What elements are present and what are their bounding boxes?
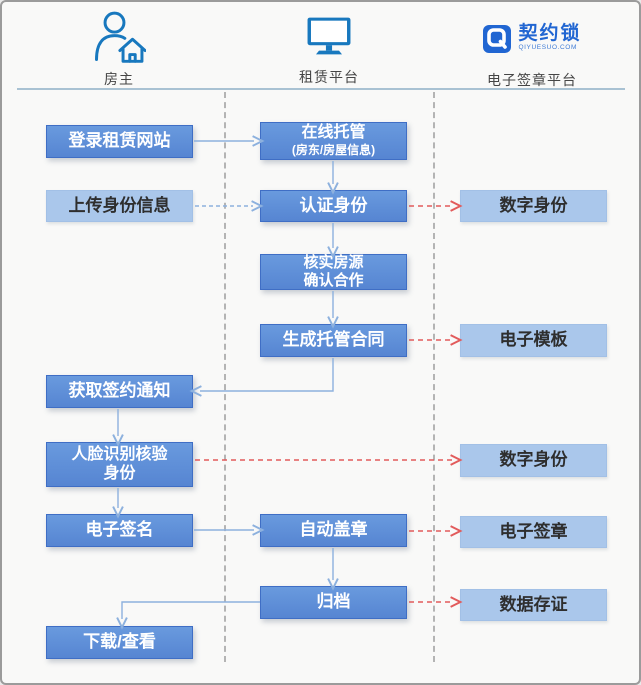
node-get-notice: 获取签约通知 <box>46 375 193 408</box>
node-e-seal-label: 电子签章 <box>499 521 568 541</box>
node-download: 下载/查看 <box>46 626 193 659</box>
node-data-evidence-label: 数据存证 <box>499 594 568 614</box>
node-upload-identity: 上传身份信息 <box>46 190 193 222</box>
lane-divider-1 <box>224 92 226 662</box>
node-get-notice-label: 获取签约通知 <box>68 381 171 401</box>
node-auth-identity: 认证身份 <box>260 190 407 222</box>
arrow-archive-to-download <box>116 601 260 630</box>
brand-name: 契约锁 <box>518 23 582 44</box>
node-online-host-line1: 在线托管 <box>301 124 366 142</box>
node-login: 登录租赁网站 <box>46 125 193 158</box>
node-data-evidence: 数据存证 <box>460 589 607 621</box>
monitor-icon <box>306 16 352 61</box>
node-online-host: 在线托管 (房东/房屋信息) <box>260 122 407 160</box>
node-digital-identity-2-label: 数字身份 <box>499 450 568 470</box>
qiyuesuo-q-icon <box>482 24 512 59</box>
node-online-host-line2: (房东/房屋信息) <box>291 143 376 158</box>
node-generate-contract: 生成托管合同 <box>260 324 407 357</box>
node-esignature: 电子签名 <box>46 514 193 547</box>
node-face-verify-line1: 人脸识别核验 <box>71 445 168 463</box>
node-archive-label: 归档 <box>316 592 351 612</box>
brand-subtitle: QIYUESUO.COM <box>518 44 577 51</box>
person-house-icon <box>92 10 147 69</box>
node-download-label: 下载/查看 <box>83 632 156 652</box>
node-verify-house-line2: 确认合作 <box>303 272 364 289</box>
node-face-verify-line2: 身份 <box>103 464 136 482</box>
lane-divider-2 <box>433 92 435 662</box>
lane-label-platform: 租赁平台 <box>299 69 359 85</box>
node-e-template: 电子模板 <box>460 324 607 357</box>
node-auto-stamp-label: 自动盖章 <box>299 520 368 540</box>
node-digital-identity-2: 数字身份 <box>460 444 607 477</box>
arrow-contract-to-notice <box>189 358 334 397</box>
header-divider-line <box>17 88 625 90</box>
swimlane-header-esign: 契约锁 QIYUESUO.COM 电子签章平台 <box>467 24 597 90</box>
node-login-label: 登录租赁网站 <box>68 131 171 151</box>
node-upload-identity-label: 上传身份信息 <box>68 195 171 215</box>
node-generate-contract-label: 生成托管合同 <box>282 330 385 350</box>
node-auto-stamp: 自动盖章 <box>260 514 407 547</box>
node-archive: 归档 <box>260 586 407 619</box>
node-esignature-label: 电子签名 <box>85 520 154 540</box>
qiyuesuo-logo: 契约锁 QIYUESUO.COM <box>482 24 581 59</box>
lane-label-owner: 房主 <box>104 71 134 87</box>
node-face-verify: 人脸识别核验 身份 <box>46 442 193 487</box>
node-auth-identity-label: 认证身份 <box>299 195 368 215</box>
node-digital-identity-1-label: 数字身份 <box>499 195 568 215</box>
lane-label-esign: 电子签章平台 <box>487 72 577 88</box>
node-e-seal: 电子签章 <box>460 516 607 548</box>
node-e-template-label: 电子模板 <box>499 330 568 350</box>
swimlane-header-platform: 租赁平台 <box>274 16 384 87</box>
node-verify-house-line1: 核实房源 <box>303 254 364 272</box>
node-verify-house: 核实房源 确认合作 <box>260 254 407 290</box>
swimlane-header-owner: 房主 <box>64 10 174 89</box>
node-digital-identity-1: 数字身份 <box>460 190 607 222</box>
